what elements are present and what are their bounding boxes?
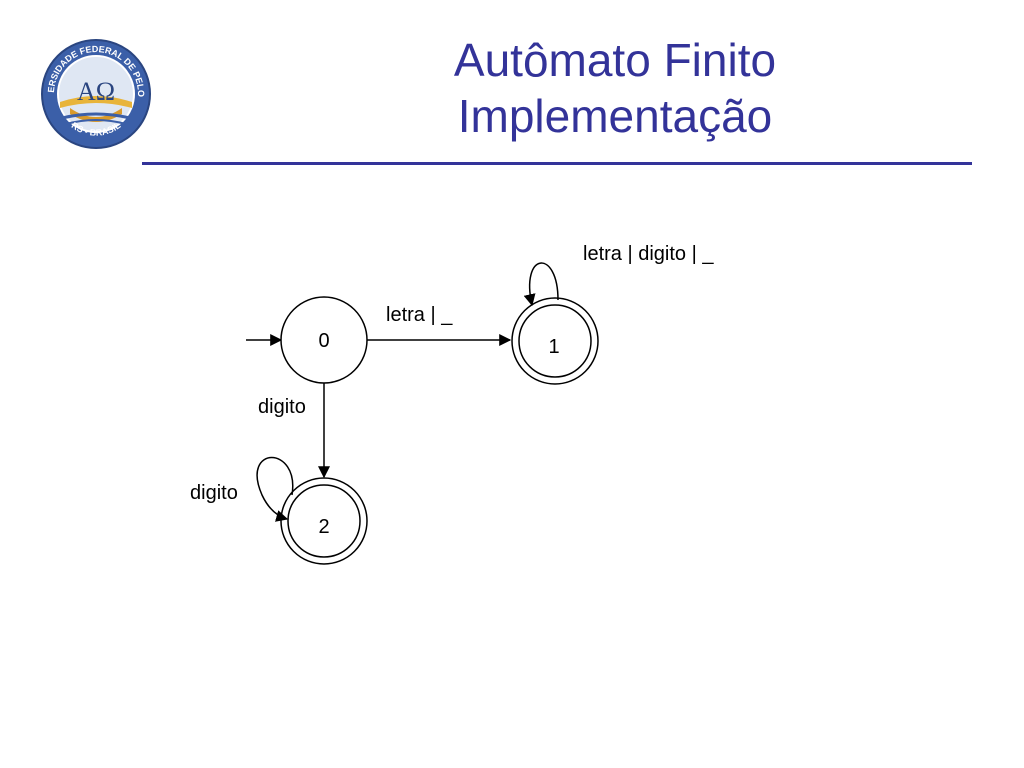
title-line-2: Implementação bbox=[457, 90, 773, 142]
slide-title: Autômato Finito Implementação bbox=[330, 32, 900, 144]
transition-1-1-label: letra | digito | _ bbox=[583, 243, 714, 265]
state-2: 2 bbox=[280, 477, 368, 565]
state-1: 1 bbox=[511, 297, 599, 385]
transition-2-2 bbox=[256, 456, 294, 522]
state-1-label: 1 bbox=[548, 336, 559, 358]
transition-0-2-label: digito bbox=[258, 396, 306, 418]
state-2-label: 2 bbox=[318, 516, 329, 538]
state-0-label: 0 bbox=[318, 330, 329, 352]
transition-2-2-label: digito bbox=[190, 482, 238, 504]
title-underline bbox=[142, 162, 972, 165]
state-0: 0 bbox=[280, 296, 368, 384]
title-line-1: Autômato Finito bbox=[453, 34, 777, 86]
university-logo: AΩ UNIVERSIDADE FEDERAL DE PELOTAS RS - … bbox=[40, 38, 151, 149]
transition-1-1 bbox=[523, 262, 559, 307]
logo-symbols: AΩ bbox=[77, 77, 115, 106]
transition-0-1-label: letra | _ bbox=[386, 304, 453, 326]
